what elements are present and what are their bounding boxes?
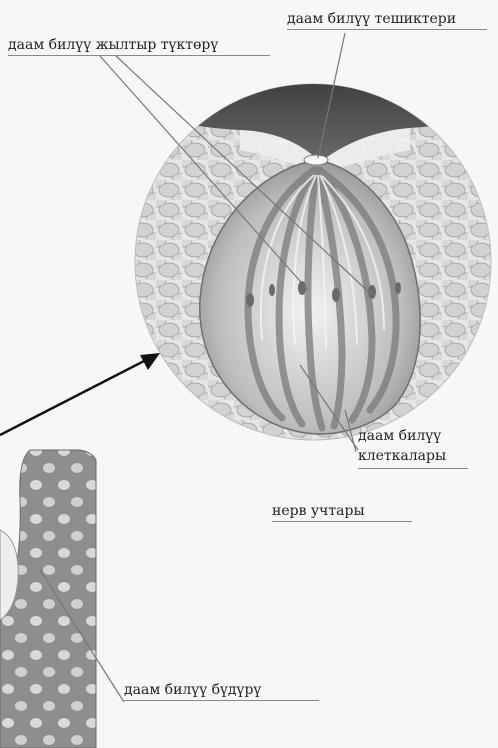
label-taste-cells-line2: клеткалары [358,446,468,466]
label-taste-cells-line1: даам билүү [358,426,468,446]
magnified-view [120,80,498,440]
label-nerve-endings: нерв учтары [272,503,412,522]
label-taste-papilla: даам билүү бүдүрү [124,682,319,701]
label-taste-pore: даам билүү тешиктери [287,11,487,30]
label-taste-cells: даам билүү клеткалары [358,426,468,469]
label-taste-hairs: даам билүү жылтыр түктөрү [8,37,270,56]
taste-papilla [0,450,96,748]
magnification-arrow [0,353,160,435]
